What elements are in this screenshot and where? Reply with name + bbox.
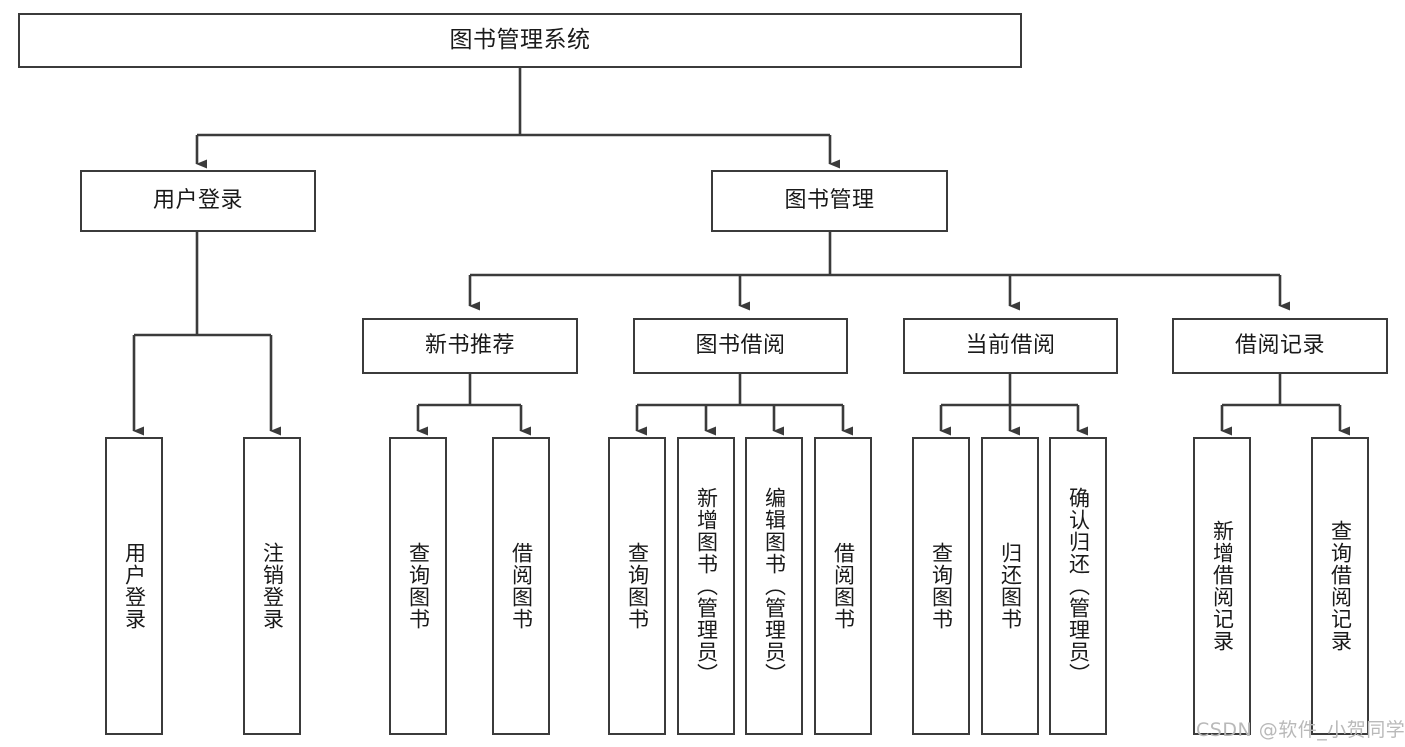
- node-leaf-query-book-3-label: 查询图书: [929, 542, 954, 630]
- node-leaf-confirm-return-label: 确认归还（管理员）: [1066, 487, 1091, 685]
- node-book-borrow[interactable]: 图书借阅: [633, 318, 848, 374]
- node-current-borrow[interactable]: 当前借阅: [903, 318, 1118, 374]
- node-leaf-add-book[interactable]: 新增图书（管理员）: [677, 437, 735, 735]
- node-leaf-confirm-return[interactable]: 确认归还（管理员）: [1049, 437, 1107, 735]
- node-leaf-query-record-label: 查询借阅记录: [1328, 520, 1353, 652]
- node-borrow-record[interactable]: 借阅记录: [1172, 318, 1388, 374]
- node-leaf-edit-book[interactable]: 编辑图书（管理员）: [745, 437, 803, 735]
- node-leaf-add-record[interactable]: 新增借阅记录: [1193, 437, 1251, 735]
- node-leaf-query-book-3[interactable]: 查询图书: [912, 437, 970, 735]
- node-leaf-logout-login-label: 注销登录: [260, 542, 285, 630]
- node-leaf-borrow-book-1-label: 借阅图书: [509, 542, 534, 630]
- node-leaf-query-record[interactable]: 查询借阅记录: [1311, 437, 1369, 735]
- node-leaf-query-book-2[interactable]: 查询图书: [608, 437, 666, 735]
- node-book-management[interactable]: 图书管理: [711, 170, 948, 232]
- node-leaf-borrow-book-2[interactable]: 借阅图书: [814, 437, 872, 735]
- node-leaf-add-record-label: 新增借阅记录: [1210, 520, 1235, 652]
- node-leaf-borrow-book-2-label: 借阅图书: [831, 542, 856, 630]
- node-root-system[interactable]: 图书管理系统: [18, 13, 1022, 68]
- node-leaf-return-book[interactable]: 归还图书: [981, 437, 1039, 735]
- node-leaf-borrow-book-1[interactable]: 借阅图书: [492, 437, 550, 735]
- node-leaf-user-login[interactable]: 用户登录: [105, 437, 163, 735]
- node-user-login[interactable]: 用户登录: [80, 170, 316, 232]
- node-leaf-user-login-label: 用户登录: [122, 542, 147, 630]
- node-leaf-logout-login[interactable]: 注销登录: [243, 437, 301, 735]
- node-leaf-return-book-label: 归还图书: [998, 542, 1023, 630]
- node-leaf-query-book-1-label: 查询图书: [406, 542, 431, 630]
- node-leaf-edit-book-label: 编辑图书（管理员）: [762, 487, 787, 685]
- node-new-book-recommend[interactable]: 新书推荐: [362, 318, 578, 374]
- node-leaf-add-book-label: 新增图书（管理员）: [694, 487, 719, 685]
- node-leaf-query-book-1[interactable]: 查询图书: [389, 437, 447, 735]
- node-leaf-query-book-2-label: 查询图书: [625, 542, 650, 630]
